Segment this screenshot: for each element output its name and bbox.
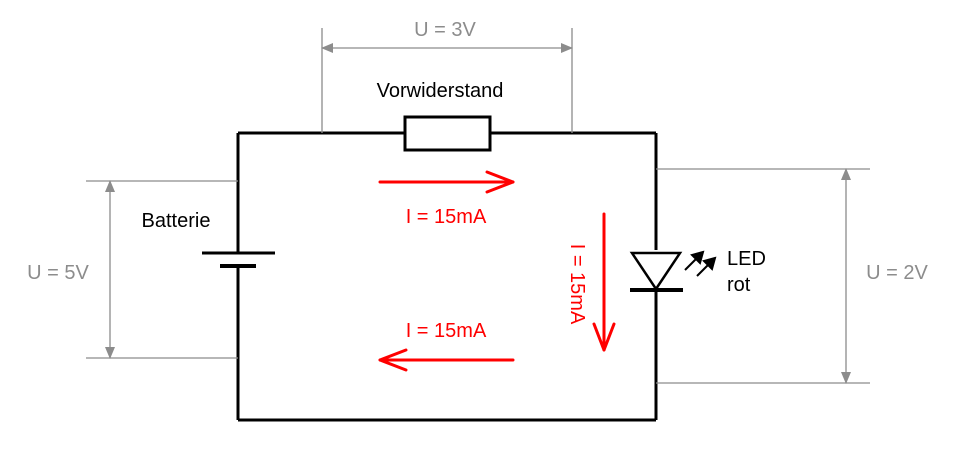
voltage-label-battery: U = 5V: [27, 262, 89, 284]
current-arrow-top: [378, 170, 515, 194]
battery-label: Batterie: [142, 210, 211, 232]
led-emission-arrows: [684, 250, 717, 277]
led-triangle: [629, 251, 683, 292]
led-color-label: rot: [727, 274, 751, 296]
dimension-resistor: [321, 28, 573, 133]
dimension-led: [656, 168, 870, 384]
led-label: LED: [727, 248, 766, 270]
led-symbol: [629, 250, 717, 292]
current-label-top: I = 15mA: [406, 206, 487, 228]
circuit-wires: [236, 131, 658, 422]
current-label-right: I = 15mA: [566, 244, 588, 325]
current-arrow-right: [592, 212, 616, 352]
voltage-label-led: U = 2V: [866, 262, 928, 284]
resistor-symbol: [403, 115, 492, 152]
dimension-battery: [86, 180, 238, 359]
voltage-label-resistor: U = 3V: [414, 19, 476, 41]
battery-symbol: [202, 251, 275, 268]
resistor-label: Vorwiderstand: [377, 80, 504, 102]
current-arrow-bottom: [378, 348, 515, 372]
current-label-bottom: I = 15mA: [406, 320, 487, 342]
